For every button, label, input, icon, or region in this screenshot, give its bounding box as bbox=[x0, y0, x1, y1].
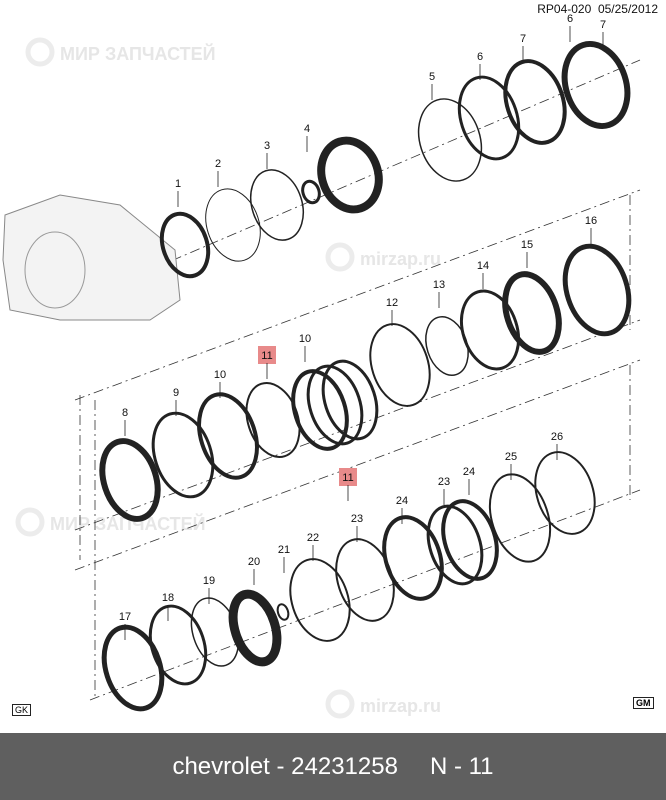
ring-part bbox=[276, 603, 290, 621]
callout-label: 2 bbox=[215, 158, 221, 170]
callout-highlight bbox=[258, 346, 276, 364]
callout-label: 26 bbox=[551, 431, 563, 443]
ring-part bbox=[148, 604, 208, 686]
watermark-text: mirzap.ru bbox=[360, 696, 441, 716]
ring-part bbox=[321, 359, 379, 441]
callout-highlight bbox=[339, 468, 357, 486]
callout-label: 3 bbox=[264, 140, 270, 152]
callout-label: 6 bbox=[477, 51, 483, 63]
watermark-pin-icon bbox=[25, 37, 55, 67]
footer-bar: chevrolet - 24231258 N - 11 bbox=[0, 733, 666, 800]
ring-part bbox=[534, 451, 596, 535]
callout-label: 9 bbox=[173, 387, 179, 399]
diagram-date: 05/25/2012 bbox=[597, 2, 658, 16]
axis-line bbox=[74, 189, 641, 401]
watermark-text: МИР ЗАПЧАСТЕЙ bbox=[60, 43, 216, 64]
ring-part bbox=[291, 369, 349, 451]
callout-label: 11 bbox=[342, 472, 353, 484]
callout-label: 10 bbox=[214, 369, 226, 381]
ring-part bbox=[197, 392, 259, 480]
callout-label: 16 bbox=[585, 215, 597, 227]
callout-label: 14 bbox=[477, 260, 489, 272]
callout-label: 22 bbox=[307, 532, 319, 544]
callout-label: 24 bbox=[463, 466, 475, 478]
callout-label: 4 bbox=[304, 123, 310, 135]
callout-label: 5 bbox=[429, 71, 435, 83]
ring-part bbox=[249, 169, 305, 241]
ring-part bbox=[460, 289, 520, 371]
callout-label: 7 bbox=[520, 33, 526, 45]
diagram-reference: RP04-020 05/25/2012 bbox=[537, 2, 658, 16]
ring-part bbox=[502, 271, 562, 355]
ring-part bbox=[306, 364, 364, 446]
ring-part bbox=[417, 98, 483, 182]
callout-label: 18 bbox=[162, 592, 174, 604]
callout-label: 13 bbox=[433, 279, 445, 291]
ring-part bbox=[228, 589, 282, 667]
ring-part bbox=[488, 473, 552, 563]
callout-label: 15 bbox=[521, 239, 533, 251]
gk-badge: GK bbox=[12, 704, 32, 716]
ring-part bbox=[289, 558, 351, 642]
ring-part bbox=[317, 136, 383, 214]
callout-label: 17 bbox=[119, 611, 131, 623]
transmission-housing bbox=[2, 194, 181, 321]
watermark-pin-icon bbox=[325, 242, 355, 272]
axis-line bbox=[74, 359, 641, 571]
watermark-text: МИР ЗАПЧАСТЕЙ bbox=[50, 513, 206, 534]
ring-part bbox=[441, 499, 499, 581]
callout-label: 20 bbox=[248, 556, 260, 568]
ring-part bbox=[159, 211, 211, 279]
ring-part bbox=[562, 243, 632, 337]
ring-part bbox=[503, 59, 567, 145]
housing-bore bbox=[24, 231, 86, 309]
ring-part bbox=[457, 75, 521, 161]
callout-label: 21 bbox=[278, 544, 290, 556]
ring-part bbox=[369, 323, 431, 407]
ring-part bbox=[99, 438, 161, 522]
ring-part bbox=[426, 504, 484, 586]
ring-part bbox=[382, 515, 444, 601]
callout-label: 24 bbox=[396, 495, 408, 507]
ring-part bbox=[151, 411, 215, 499]
callout-label: 7 bbox=[600, 19, 606, 31]
callout-label: 12 bbox=[386, 297, 398, 309]
callout-label: 8 bbox=[122, 407, 128, 419]
ring-part bbox=[101, 624, 165, 712]
item-number: N - 11 bbox=[429, 752, 494, 780]
part-number: chevrolet - 24231258 bbox=[172, 752, 398, 780]
gm-logo: GM bbox=[633, 697, 654, 709]
callout-label: 25 bbox=[505, 451, 517, 463]
callout-label: 11 bbox=[261, 350, 272, 362]
axis-line bbox=[74, 319, 641, 531]
ring-part bbox=[301, 179, 321, 205]
callout-label: 6 bbox=[567, 13, 573, 25]
callout-label: 10 bbox=[299, 333, 311, 345]
ring-part bbox=[245, 382, 301, 458]
ring-part bbox=[205, 188, 261, 262]
reference-code: RP04-020 bbox=[537, 2, 592, 16]
callout-label: 23 bbox=[438, 476, 450, 488]
axis-line bbox=[89, 489, 641, 701]
callout-label: 1 bbox=[175, 178, 181, 190]
watermark-text: mirzap.ru bbox=[360, 249, 441, 269]
watermark-pin-icon bbox=[15, 507, 45, 537]
watermark-pin-icon bbox=[325, 689, 355, 719]
ring-part bbox=[561, 40, 631, 130]
callout-label: 23 bbox=[351, 513, 363, 525]
callout-label: 19 bbox=[203, 575, 215, 587]
